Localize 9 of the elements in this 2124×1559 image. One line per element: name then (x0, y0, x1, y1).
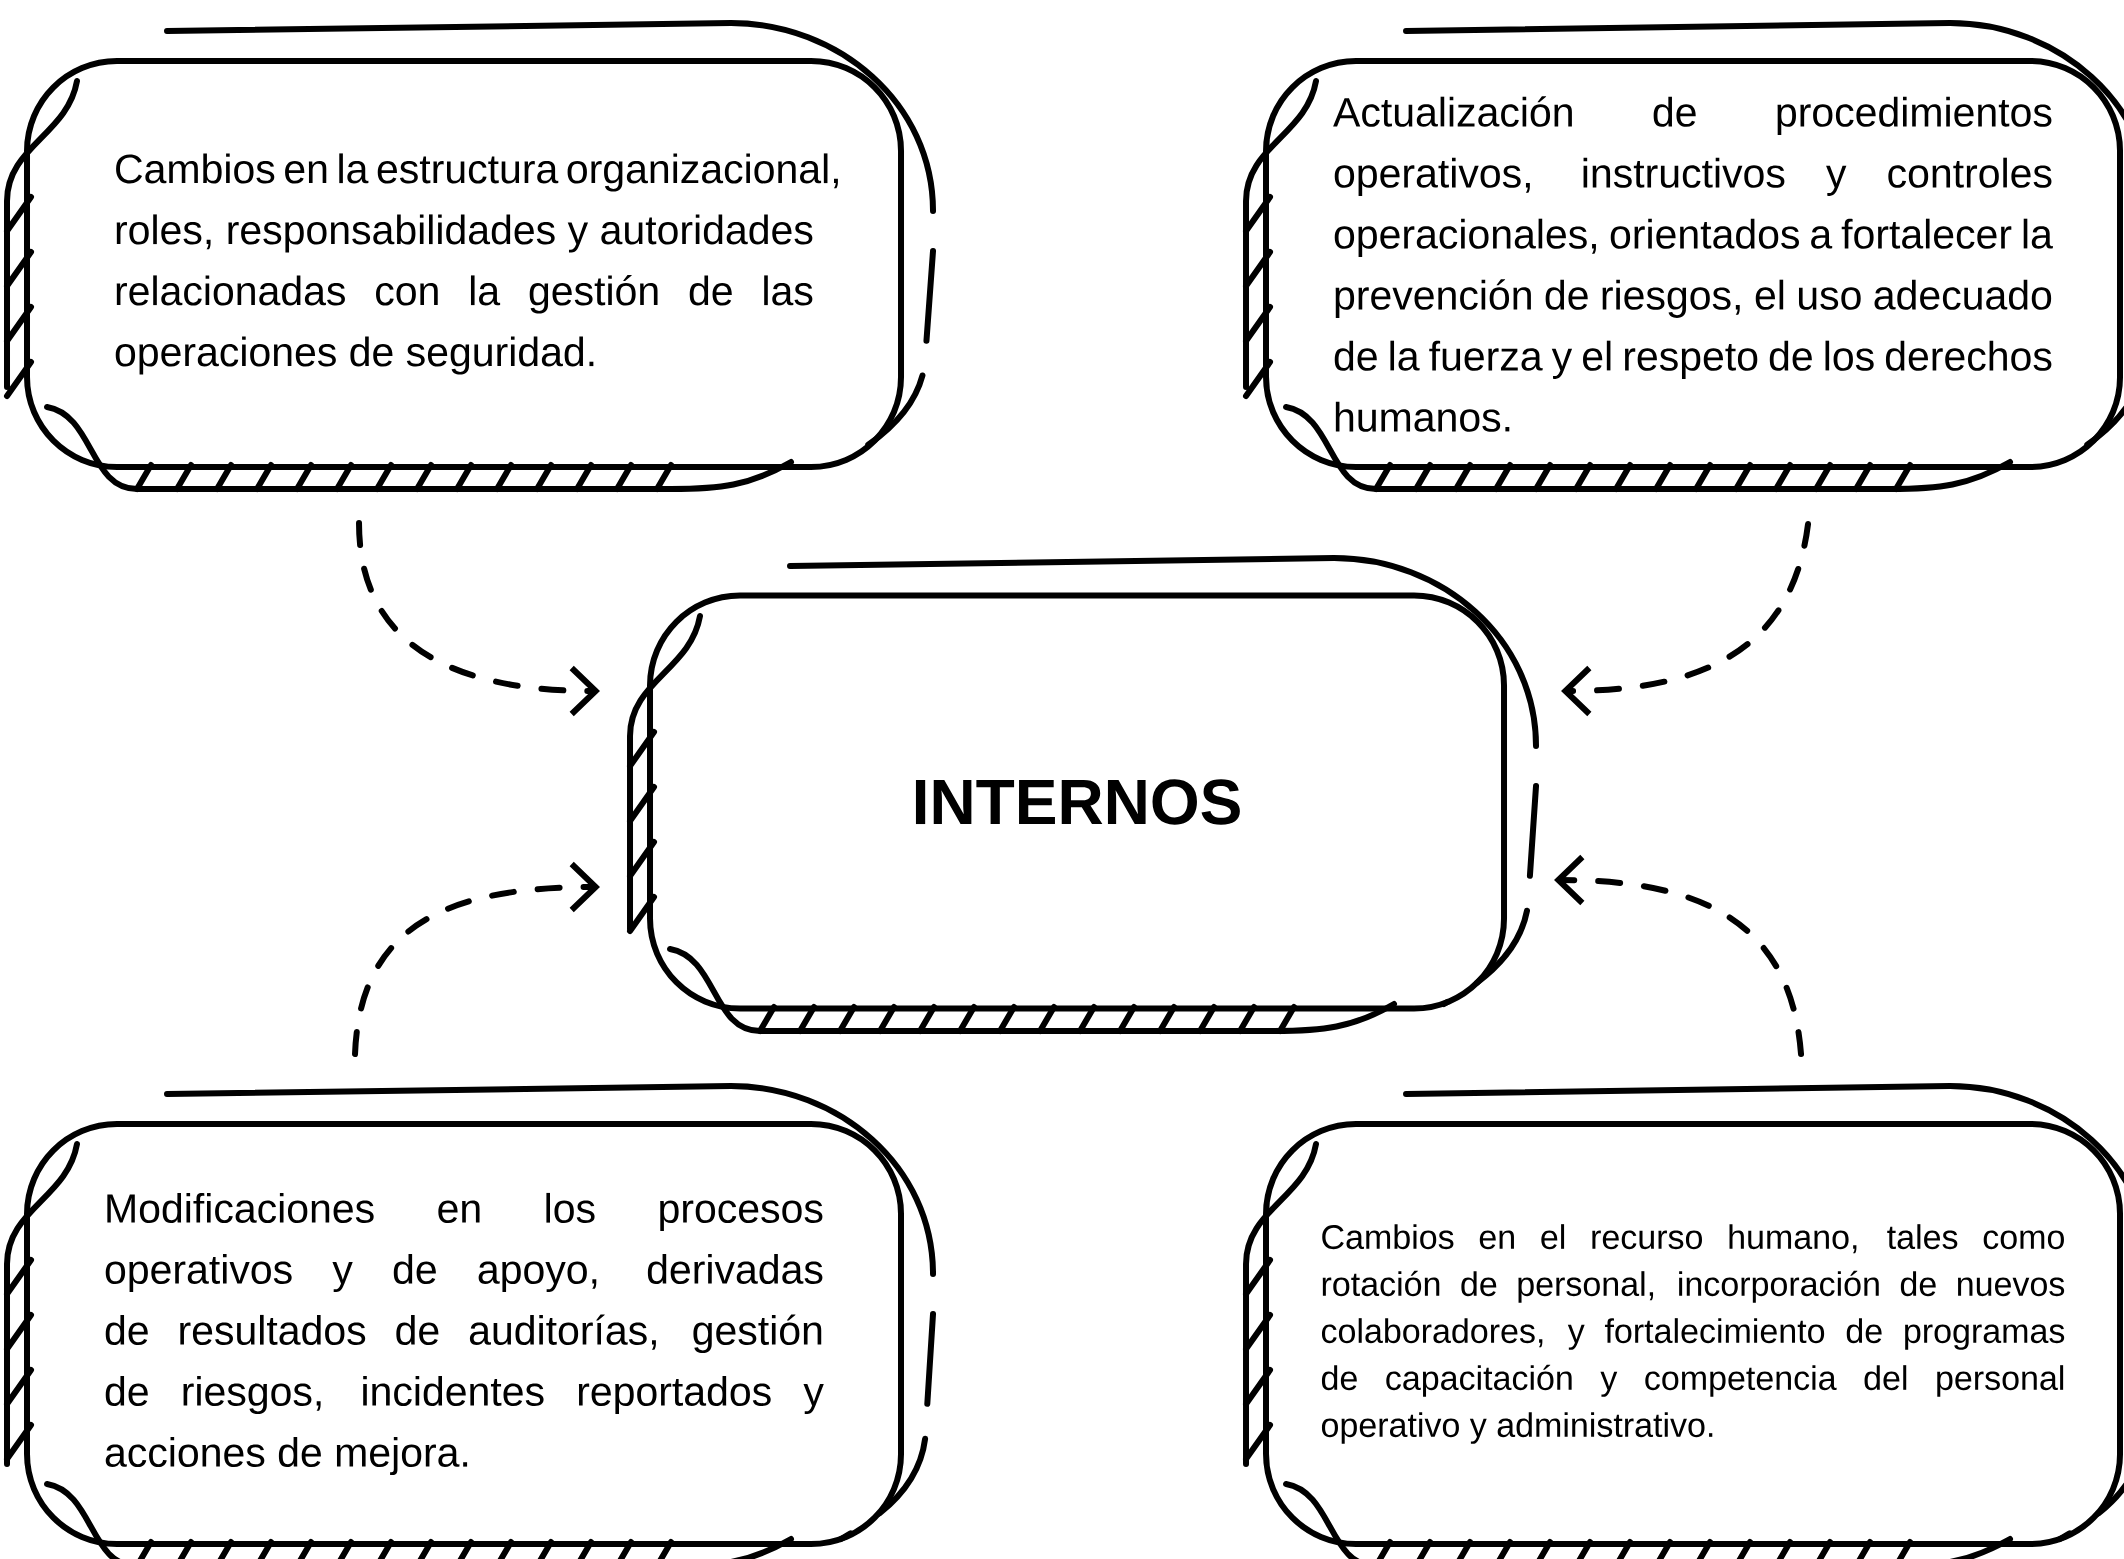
text-box: Modificaciones en los procesos operativos y de apoyo, derivadas de resultados de auditorías, gestión de riesgos, incidentes reportados y acciones de mejora. (4, 1083, 936, 1559)
text-box: Cambios en la estructura organizacional, roles, responsabilidades y autoridades relacionadas con la gestión de las operaciones de seguridad. (4, 20, 936, 492)
dashed-arrow (352, 861, 600, 1057)
text-box: Actualización de procedimientos operativos, instructivos y controles operacionales, orientados a fortalecer la prevención de riesgos, el uso adecuado de la fuerza y el respeto de los derechos humanos. (1243, 20, 2124, 492)
text-box: INTERNOS (627, 555, 1539, 1034)
dashed-arrow (1561, 521, 1811, 717)
dashed-arrow (356, 520, 600, 717)
dashed-arrow (1554, 854, 1804, 1057)
text-box: Cambios en el recurso humano, tales como rotación de personal, incorporación de nuevos colaboradores, y fortalecimiento de programas de capacitación y competencia del personal operativo y administrativo. (1243, 1083, 2124, 1559)
